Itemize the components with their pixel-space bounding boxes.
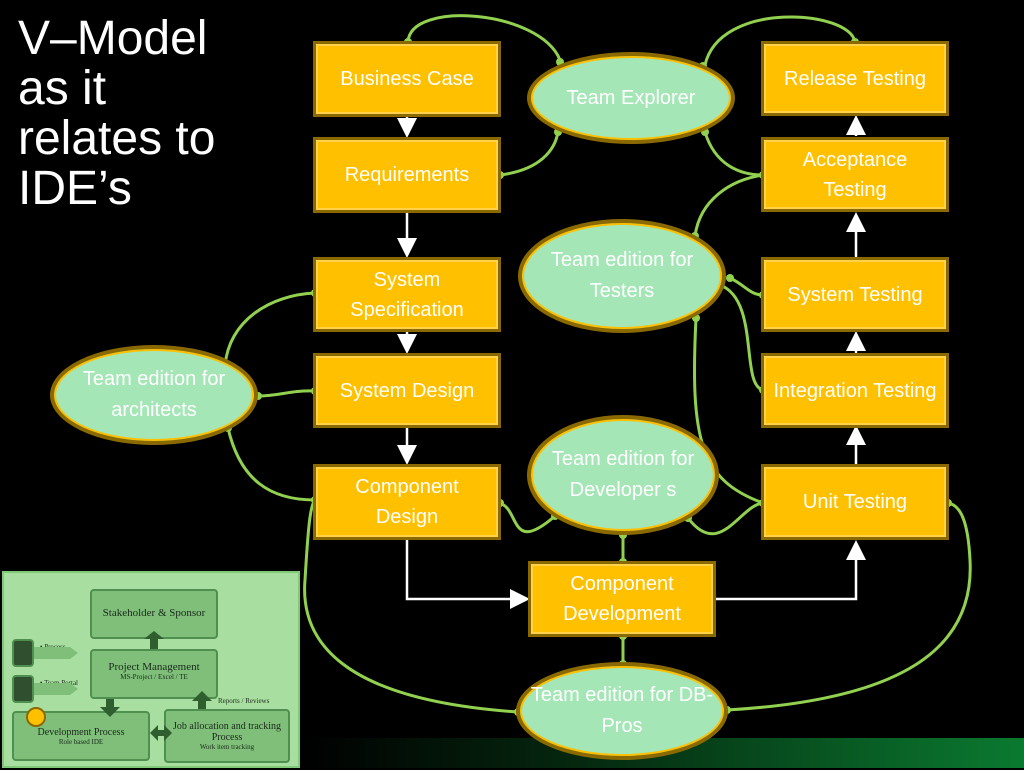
ellipse-team-testers: Team edition for Testers <box>518 219 726 333</box>
thumbnail-process-diagram: Stakeholder & Sponsor Project Management… <box>2 571 300 768</box>
connector-explorer-acceptance <box>703 131 764 177</box>
connector-testers-integration <box>719 283 764 392</box>
box-release-testing: Release Testing <box>761 41 949 116</box>
connector-dbpros-unit <box>726 501 972 712</box>
thumb-small-box-1 <box>12 639 34 667</box>
box-component-development: Component Development <box>528 561 716 637</box>
connector-explorer-requirements <box>499 131 560 177</box>
connector-architects-component <box>226 427 316 502</box>
thumb-reports: Reports / Reviews <box>218 697 270 705</box>
thumb-development-process: Development Process Role based IDE <box>12 711 150 761</box>
thumb-stakeholder: Stakeholder & Sponsor <box>90 589 218 639</box>
box-system-specification: System Specification <box>313 257 501 332</box>
connector-testers-acceptance <box>693 173 764 237</box>
connector-testers-system <box>729 276 764 297</box>
ellipse-team-dbpros: Team edition for DB-Pros <box>516 662 728 760</box>
box-requirements: Requirements <box>313 137 501 213</box>
slide-title: V–Model as it relates to IDE’s <box>18 12 216 215</box>
connector-developers-component <box>499 501 556 534</box>
thumb-arrows <box>26 631 212 741</box>
arrow-development-to-unit <box>716 540 866 601</box>
connector-developers-unit <box>686 501 764 536</box>
box-component-design: Component Design <box>313 464 501 540</box>
box-unit-testing: Unit Testing <box>761 464 949 540</box>
ellipse-team-developers: Team edition for Developer s <box>527 415 719 535</box>
ellipse-team-architects: Team edition for architects <box>50 345 258 445</box>
box-integration-testing: Integration Testing <box>761 353 949 428</box>
connector-dbpros-component <box>303 498 519 714</box>
box-business-case: Business Case <box>313 41 501 117</box>
ellipse-team-explorer: Team Explorer <box>527 52 735 144</box>
box-system-design: System Design <box>313 353 501 428</box>
thumb-project-management: Project Management MS-Project / Excel / … <box>90 649 218 699</box>
box-system-testing: System Testing <box>761 257 949 332</box>
connector-explorer-business <box>406 14 562 61</box>
arrow-component-to-development <box>405 540 530 609</box>
connector-architects-spec <box>223 291 316 366</box>
thumb-small-box-2 <box>12 675 34 703</box>
connector-architects-design <box>257 389 316 398</box>
connector-explorer-release <box>703 15 857 66</box>
box-acceptance-testing: Acceptance Testing <box>761 137 949 212</box>
